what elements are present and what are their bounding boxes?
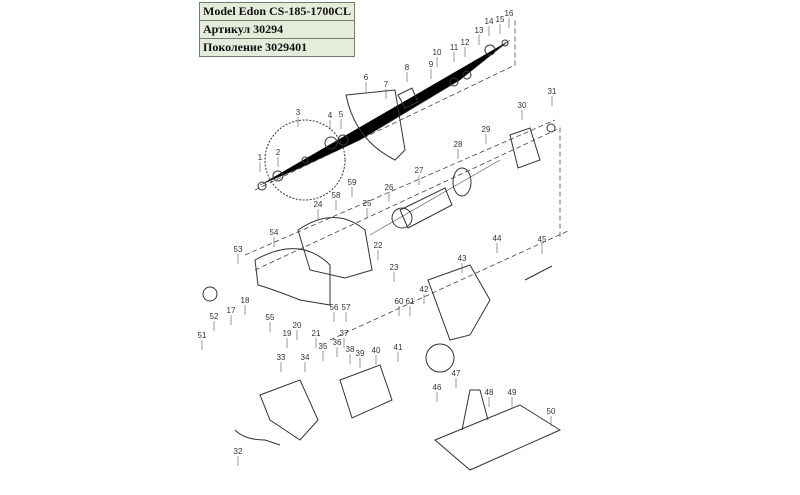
part-label-48: 48 [485, 388, 494, 397]
part-label-37: 37 [340, 329, 349, 338]
parts-drawings [202, 39, 562, 471]
part-label-45: 45 [538, 235, 547, 244]
part-label-42: 42 [420, 285, 429, 294]
part-label-9: 9 [429, 60, 434, 69]
part-label-47: 47 [452, 369, 461, 378]
armature [399, 187, 453, 229]
part-label-28: 28 [454, 140, 463, 149]
base-plate [434, 404, 562, 471]
part-label-34: 34 [301, 353, 310, 362]
part-label-11: 11 [450, 43, 459, 52]
part-label-8: 8 [405, 63, 410, 72]
part-label-44: 44 [493, 234, 502, 243]
part-label-5: 5 [339, 110, 344, 119]
depth-screw [524, 265, 553, 281]
model-name: Model Edon CS-185-1700CL [198, 2, 356, 21]
part-label-49: 49 [508, 388, 517, 397]
part-label-58: 58 [332, 191, 341, 200]
part-label-6: 6 [364, 73, 369, 82]
rear-handle [259, 379, 319, 441]
front-knob [202, 286, 218, 302]
assembly-lines [244, 20, 571, 341]
part-label-43: 43 [458, 254, 467, 263]
part-label-26: 26 [385, 183, 394, 192]
part-label-56: 56 [330, 303, 339, 312]
part-label-7: 7 [384, 80, 389, 89]
part-label-59: 59 [348, 178, 357, 187]
part-label-50: 50 [547, 407, 556, 416]
part-label-4: 4 [328, 111, 333, 120]
part-label-31: 31 [548, 87, 557, 96]
part-label-29: 29 [482, 125, 491, 134]
model-info-table: Model Edon CS-185-1700CL Артикул 30294 П… [198, 2, 356, 57]
part-label-41: 41 [394, 343, 403, 352]
lower-guard [254, 248, 331, 306]
part-label-13: 13 [475, 26, 484, 35]
part-label-27: 27 [415, 166, 424, 175]
part-label-25: 25 [363, 199, 372, 208]
part-label-35: 35 [319, 342, 328, 351]
part-label-14: 14 [485, 17, 494, 26]
part-label-60: 60 [395, 297, 404, 306]
part-label-2: 2 [276, 148, 281, 157]
handle-housing [427, 264, 491, 341]
power-cord [234, 429, 281, 446]
flange [272, 170, 284, 182]
part-label-1: 1 [258, 153, 263, 162]
saw-blade [264, 119, 346, 201]
bearing-cover [397, 87, 419, 109]
motor-cover [339, 364, 393, 419]
part-label-20: 20 [293, 321, 302, 330]
part-label-10: 10 [433, 48, 442, 57]
part-label-30: 30 [518, 101, 527, 110]
part-label-17: 17 [227, 306, 236, 315]
part-label-18: 18 [241, 296, 250, 305]
part-label-21: 21 [312, 329, 321, 338]
part-label-15: 15 [496, 15, 505, 24]
stator-ring [452, 167, 472, 197]
part-label-36: 36 [333, 338, 342, 347]
part-label-16: 16 [505, 9, 514, 18]
part-label-19: 19 [283, 329, 292, 338]
part-label-22: 22 [374, 241, 383, 250]
part-label-51: 51 [198, 331, 207, 340]
field-housing [509, 127, 541, 169]
part-label-61: 61 [406, 297, 415, 306]
part-label-54: 54 [270, 228, 279, 237]
part-label-39: 39 [356, 349, 365, 358]
part-label-23: 23 [390, 263, 399, 272]
part-label-24: 24 [314, 200, 323, 209]
washer [324, 136, 338, 150]
part-label-3: 3 [296, 108, 301, 117]
part-label-33: 33 [277, 353, 286, 362]
motor-housing-half [297, 217, 373, 279]
part-label-57: 57 [342, 303, 351, 312]
part-label-53: 53 [234, 245, 243, 254]
part-label-40: 40 [372, 346, 381, 355]
part-label-38: 38 [346, 345, 355, 354]
bolt [257, 181, 267, 191]
part-label-32: 32 [234, 447, 243, 456]
part-label-12: 12 [461, 38, 470, 47]
fan [425, 343, 455, 373]
upper-guard [345, 89, 406, 161]
part-label-55: 55 [266, 313, 275, 322]
generation-number: Поколение 3029401 [198, 38, 356, 57]
part-label-46: 46 [433, 383, 442, 392]
part-label-52: 52 [210, 312, 219, 321]
